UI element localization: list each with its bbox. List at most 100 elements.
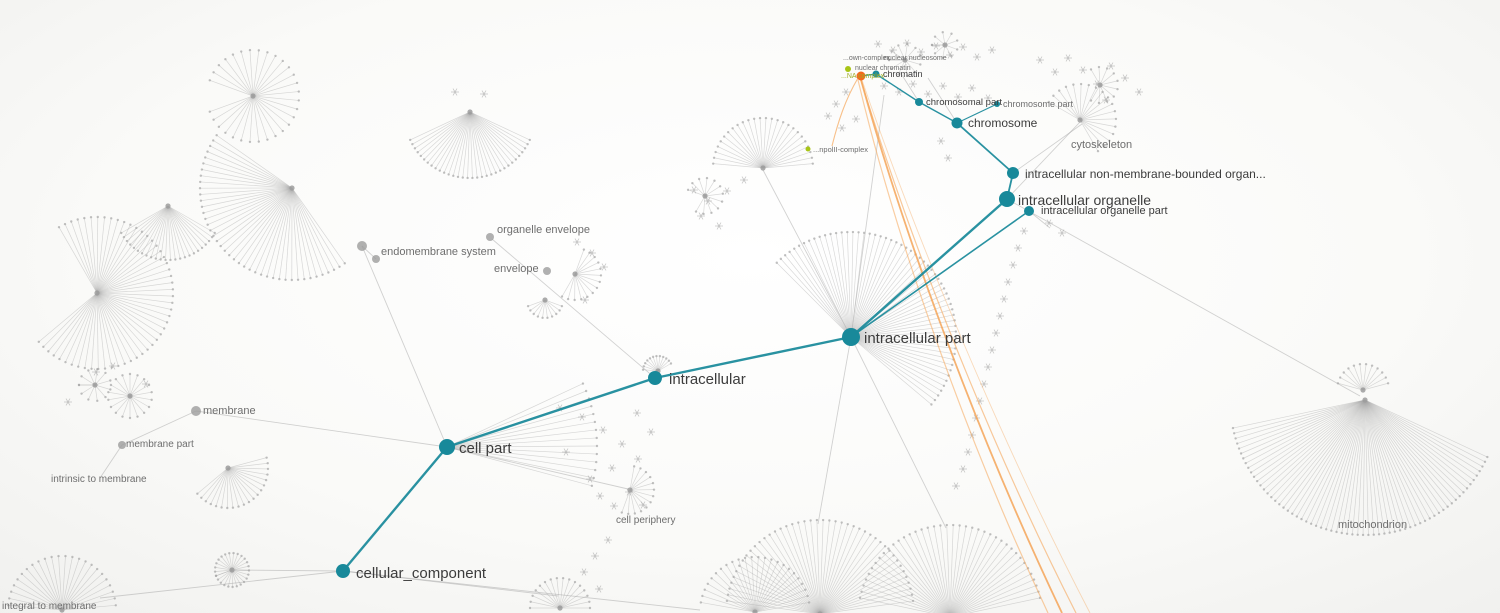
- star-glyph: [832, 100, 840, 108]
- star-glyph: [984, 94, 992, 102]
- node-non-membrane-bounded-organelle[interactable]: [1007, 167, 1019, 179]
- term-label-chromosome[interactable]: chromosome: [968, 116, 1038, 130]
- term-label-nuclear-nucleosome[interactable]: nuclear nucleosome: [884, 55, 947, 62]
- cluster-fans-layer: [7, 30, 1489, 613]
- term-label-intracellular-non-membrane-bounded-organ[interactable]: intracellular non-membrane-bounded organ…: [1025, 167, 1266, 181]
- cluster-fan: [887, 42, 922, 78]
- orange-highlight-path: [831, 77, 859, 147]
- node-intracellular-organelle-part[interactable]: [1024, 206, 1034, 216]
- term-label-intrinsic-to-membrane[interactable]: intrinsic to membrane: [51, 474, 147, 485]
- gray-edge: [899, 71, 920, 103]
- star-glyph: [944, 154, 952, 162]
- star-glyph: [1009, 261, 1017, 269]
- star-glyph: [1079, 66, 1087, 74]
- star-glyph: [1121, 74, 1129, 82]
- star-glyph: [480, 90, 488, 98]
- star-glyph: [580, 568, 588, 576]
- term-label-intracellular-organelle[interactable]: intracellular organelle: [1018, 192, 1151, 208]
- node-membrane-node[interactable]: [191, 406, 201, 416]
- term-label-organelle-envelope[interactable]: organelle envelope: [497, 224, 590, 236]
- teal-edge-cellular-component--cell-part: [342, 446, 448, 572]
- term-label-membrane-part[interactable]: membrane part: [126, 439, 194, 450]
- orange-highlight-paths-layer: [831, 77, 1091, 613]
- star-glyph: [625, 488, 633, 496]
- term-label-intracellular-part[interactable]: intracellular part: [864, 330, 972, 347]
- cluster-fan: [1336, 362, 1390, 393]
- teal-path-edges-layer: [342, 73, 1030, 572]
- term-label-cytoskeleton[interactable]: cytoskeleton: [1071, 139, 1132, 151]
- node-chromosome[interactable]: [951, 117, 963, 129]
- gray-edge: [99, 444, 123, 479]
- star-glyph: [1020, 227, 1028, 235]
- star-glyph: [723, 187, 731, 195]
- gray-edge: [1006, 198, 1361, 397]
- term-label-own-complex[interactable]: ...own-complex: [843, 55, 891, 62]
- star-glyph: [1102, 96, 1110, 104]
- term-label-endomembrane-system[interactable]: endomembrane system: [381, 246, 496, 258]
- term-label-chromatin[interactable]: chromatin: [883, 69, 923, 79]
- cluster-fan: [198, 134, 346, 282]
- node-chromatin[interactable]: [872, 70, 880, 78]
- teal-edge-chromosomal-part--chromatin: [875, 73, 920, 103]
- gray-edge: [231, 569, 344, 572]
- cluster-fan: [208, 48, 300, 144]
- term-label-intracellular[interactable]: intracellular: [669, 371, 746, 388]
- star-glyph: [889, 46, 897, 54]
- star-glyph: [996, 312, 1004, 320]
- node-envelope-node[interactable]: [543, 267, 551, 275]
- star-glyph: [988, 46, 996, 54]
- cluster-fan: [408, 109, 532, 180]
- star-glyph: [937, 137, 945, 145]
- gray-edge: [121, 410, 197, 446]
- term-label-chromosome-part[interactable]: chromosome part: [1003, 99, 1074, 109]
- star-glyph: [1000, 295, 1008, 303]
- star-glyph: [109, 362, 117, 370]
- node-endomembrane-node[interactable]: [357, 241, 367, 251]
- star-glyph: [633, 409, 641, 417]
- node-cellular-component[interactable]: [336, 564, 350, 578]
- star-glyph: [618, 440, 626, 448]
- star-glyph: [984, 363, 992, 371]
- term-label-cell-part[interactable]: cell part: [459, 440, 512, 457]
- star-glyph: [959, 43, 967, 51]
- term-label-membrane[interactable]: membrane: [203, 405, 256, 417]
- cluster-fan: [196, 456, 270, 510]
- node-highlight-green-1[interactable]: [845, 66, 851, 72]
- star-glyph: [932, 42, 940, 50]
- star-glyph: [954, 93, 962, 101]
- gray-edge: [927, 77, 958, 124]
- term-label-chromosomal-part[interactable]: chromosomal part: [926, 97, 1002, 108]
- term-label-envelope[interactable]: envelope: [494, 263, 539, 275]
- term-label-cellular-component[interactable]: cellular_component: [356, 565, 487, 582]
- term-label-nuclear-chromatin[interactable]: nuclear chromatin: [855, 65, 911, 72]
- star-glyph: [581, 296, 589, 304]
- node-chromosome-part[interactable]: [994, 101, 1000, 107]
- term-label-npolii-complex[interactable]: ...npolII-complex: [813, 145, 868, 154]
- term-label-integral-to-membrane[interactable]: integral to membrane: [2, 601, 97, 612]
- term-label-na-complex[interactable]: ...NA complex: [841, 73, 885, 80]
- node-intracellular-part[interactable]: [842, 328, 860, 346]
- node-intracellular[interactable]: [648, 371, 662, 385]
- term-label-cell-periphery[interactable]: cell periphery: [616, 515, 675, 526]
- star-glyph: [697, 212, 705, 220]
- node-intracellular-organelle[interactable]: [999, 191, 1015, 207]
- node-endomembrane-node-2[interactable]: [372, 255, 380, 263]
- node-organelle-envelope-node[interactable]: [486, 233, 494, 241]
- node-highlight-orange[interactable]: [856, 71, 866, 81]
- teal-edge-intracellular-part--intracellular-organelle-part: [850, 210, 1030, 338]
- star-glyph: [988, 346, 996, 354]
- node-highlight-green-2[interactable]: [805, 146, 811, 152]
- term-label-intracellular-organelle-part[interactable]: intracellular organelle part: [1041, 205, 1168, 217]
- cluster-fan: [686, 176, 725, 216]
- star-glyph: [1004, 278, 1012, 286]
- gray-edge: [99, 570, 344, 599]
- node-cell-part[interactable]: [439, 439, 455, 455]
- gray-edge: [491, 238, 656, 379]
- term-label-mitochondrion[interactable]: mitochondrion: [1338, 519, 1407, 531]
- node-chromosomal-part[interactable]: [915, 98, 923, 106]
- star-glyph: [92, 368, 100, 376]
- star-glyph: [964, 448, 972, 456]
- node-membrane-part-node[interactable]: [118, 441, 126, 449]
